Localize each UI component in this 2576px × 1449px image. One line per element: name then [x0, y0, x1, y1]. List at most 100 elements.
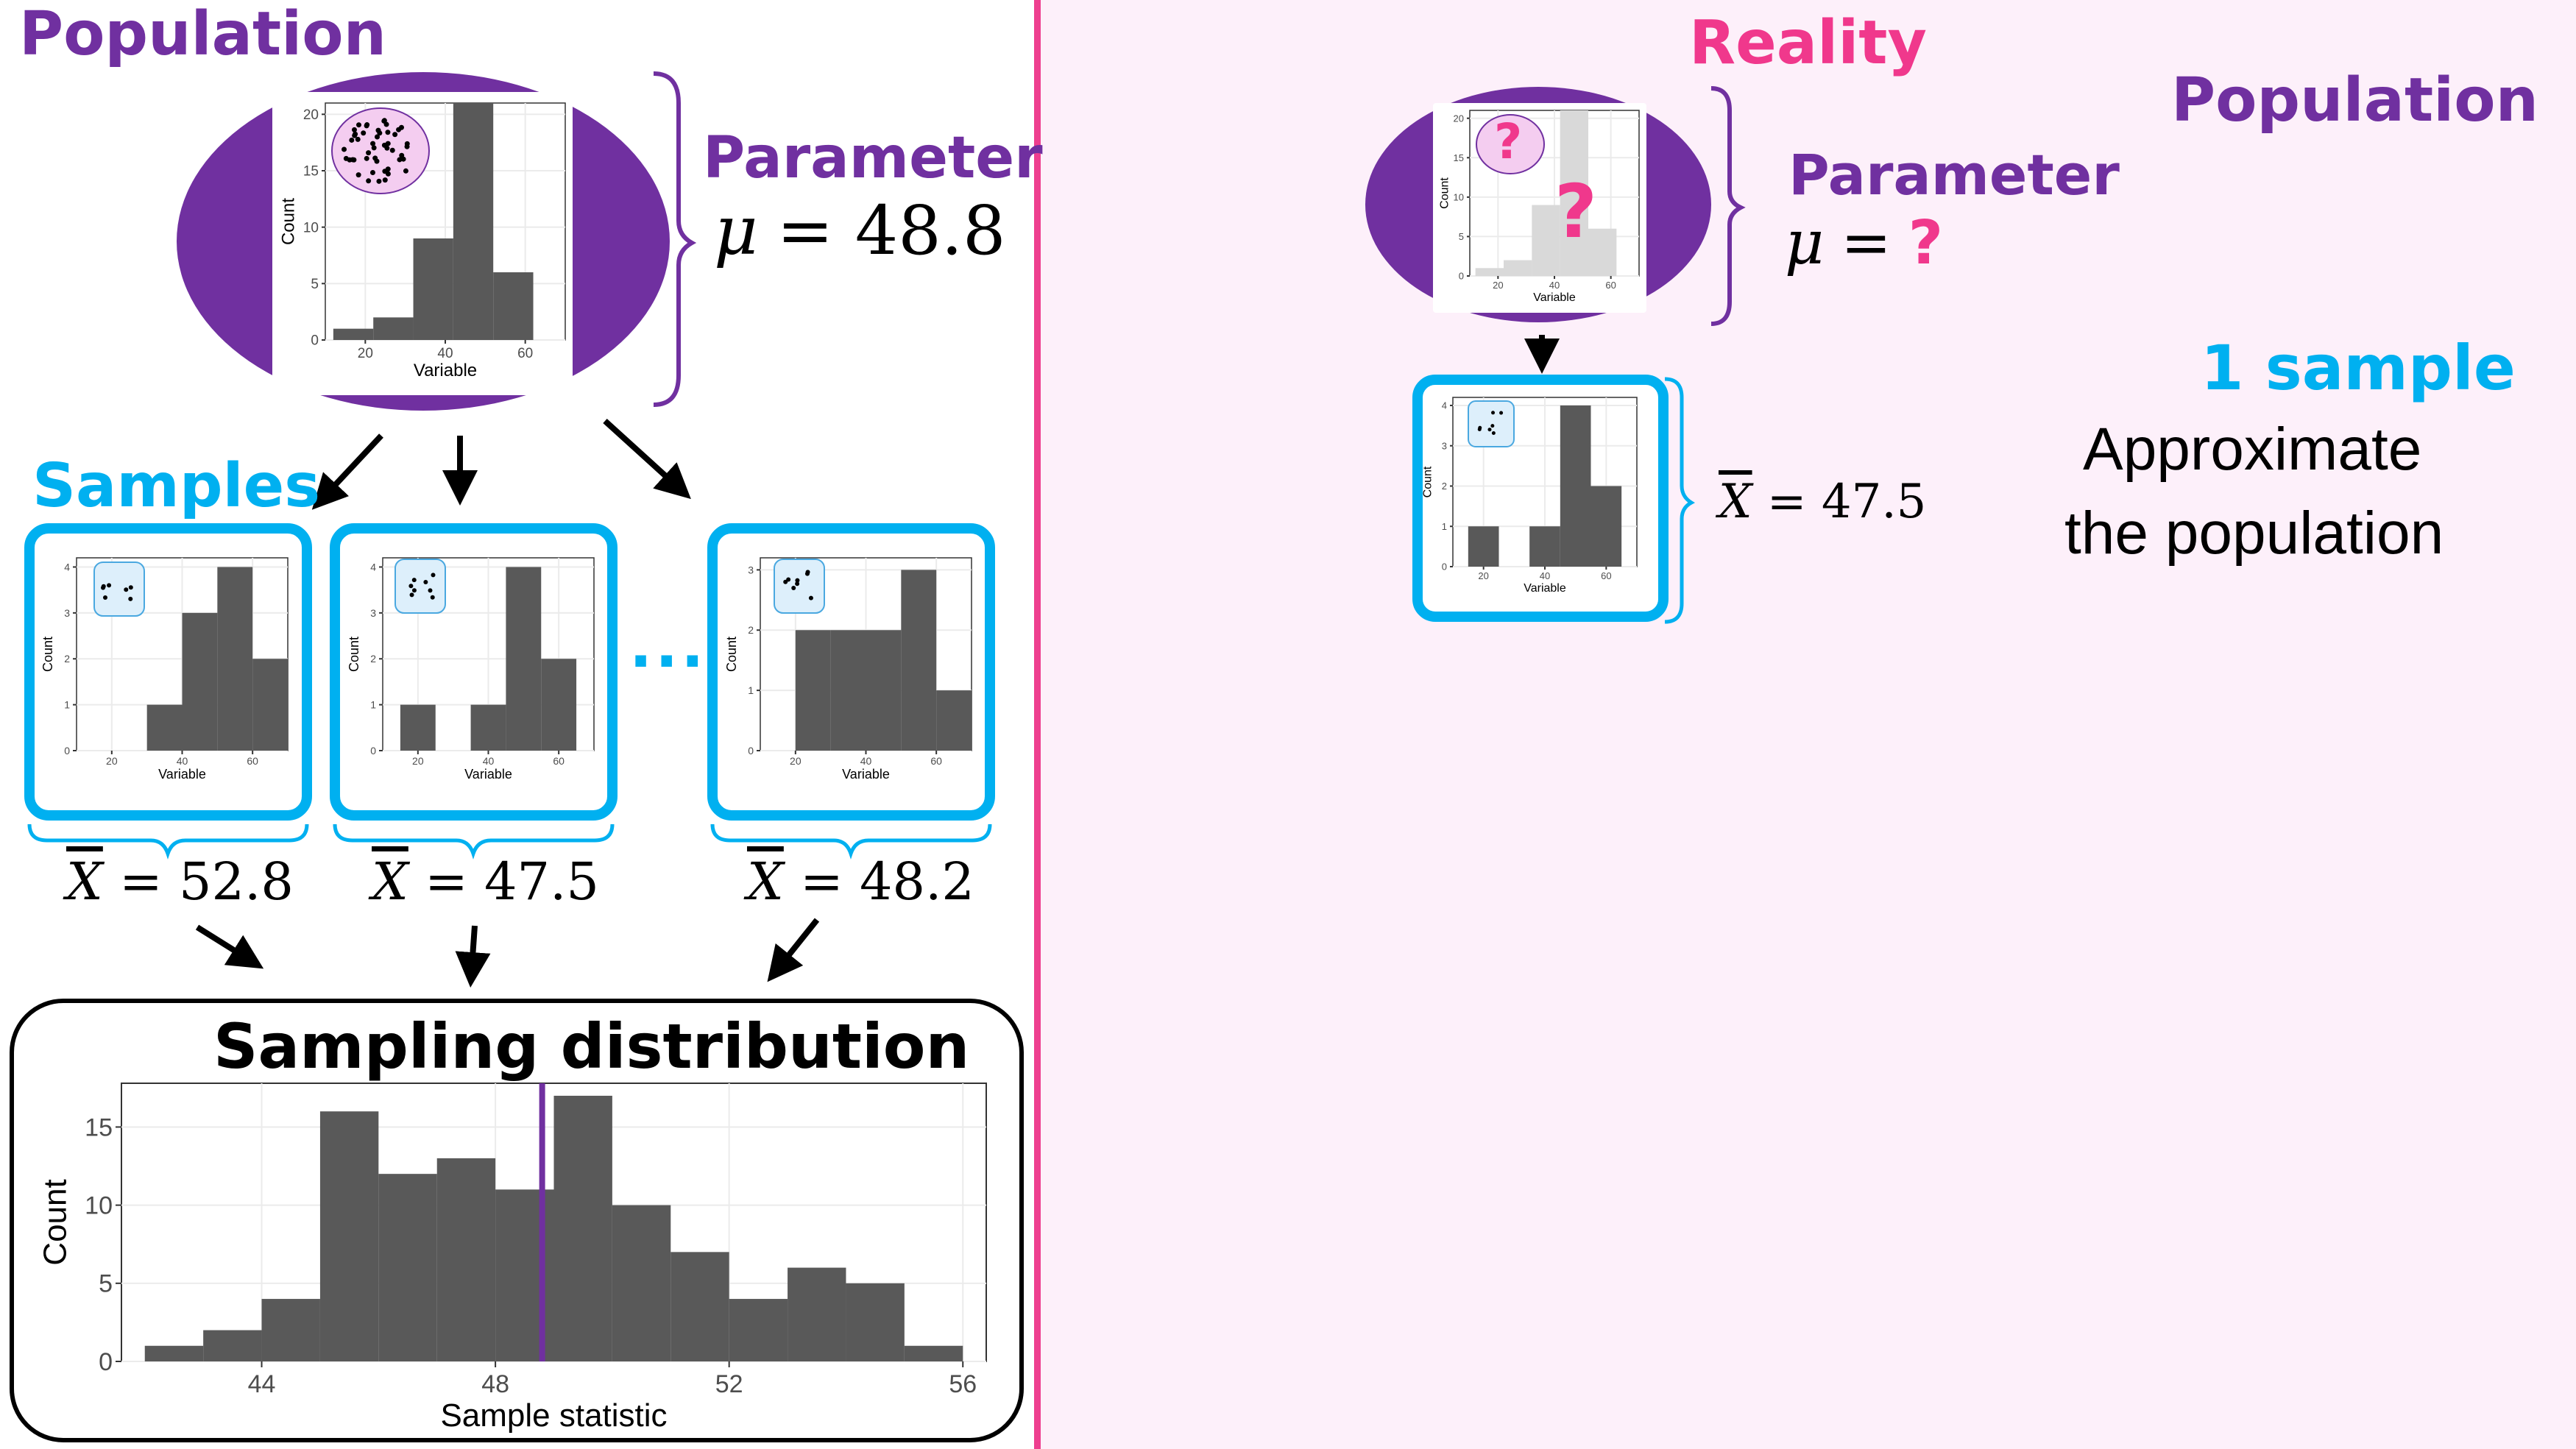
reality-sample-mean: X = 47.5 [1719, 478, 1926, 525]
sample-dot [385, 141, 391, 146]
sample-dot [786, 577, 791, 582]
histogram-bar [904, 1345, 963, 1361]
sample-dot [103, 595, 108, 600]
sample-dot [403, 168, 408, 174]
sample-3-mean: X = 48.2 [747, 856, 974, 907]
sample-1-dots-box [93, 561, 145, 617]
sample-3-brace [710, 823, 992, 860]
sample-dot [364, 123, 369, 129]
histogram-bar [1532, 205, 1560, 276]
x-axis-label: Variable [1524, 582, 1566, 595]
sample-dot [101, 585, 106, 590]
sample-dot [355, 136, 361, 142]
histogram-bar [830, 630, 866, 751]
y-tick-label: 0 [370, 745, 376, 757]
y-tick-label: 0 [748, 745, 754, 757]
sample-dot [351, 157, 357, 163]
x-axis-label: Variable [158, 767, 206, 782]
sample-dot [385, 130, 391, 135]
sample-dot [389, 147, 395, 153]
reality-sample-brace [1664, 377, 1696, 624]
histogram-bar [378, 1174, 437, 1361]
sample-dot [356, 122, 362, 128]
x-tick-label: 20 [1478, 570, 1488, 581]
sample-dot [411, 588, 417, 593]
x-tick-label: 60 [247, 755, 258, 767]
xbar-symbol: X [66, 851, 103, 912]
y-tick-label: 0 [64, 745, 70, 757]
approximate-line-1: Approximate [2083, 416, 2422, 483]
y-tick-label: 3 [1442, 440, 1447, 451]
sample-2-mean-value: = 47.5 [425, 851, 599, 912]
sample-1-mean-value: = 52.8 [119, 851, 294, 912]
x-axis-label: Sample statistic [440, 1397, 667, 1434]
x-tick-label: 44 [248, 1370, 276, 1398]
y-axis-label: Count [37, 1179, 73, 1265]
histogram-bar [506, 567, 542, 751]
sample-2-brace [333, 823, 615, 860]
reality-unknown-mark-large: ? [1554, 169, 1598, 255]
y-tick-label: 15 [85, 1113, 113, 1141]
sample-dot [124, 587, 129, 592]
y-tick-label: 10 [85, 1192, 113, 1220]
x-tick-label: 60 [1601, 570, 1611, 581]
arrow-from-sample-2 [455, 925, 491, 988]
histogram-bar [493, 272, 534, 340]
x-tick-label: 40 [1540, 570, 1550, 581]
y-tick-label: 10 [303, 220, 319, 235]
reality-parameter-value: μ = ? [1785, 213, 1943, 274]
histogram-bar [866, 630, 902, 751]
histogram-bar [795, 630, 831, 751]
sample-dot [808, 595, 813, 600]
histogram-bar [217, 567, 253, 751]
x-tick-label: 60 [1605, 280, 1616, 291]
mu-value: = 48.8 [776, 191, 1006, 270]
histogram-bar [936, 690, 972, 751]
histogram-bar [319, 1111, 379, 1361]
sample-dot [430, 595, 435, 600]
sample-dot [431, 573, 436, 578]
histogram-bar [612, 1205, 671, 1361]
histogram-bar [252, 659, 288, 751]
x-tick-label: 60 [553, 755, 565, 767]
y-axis-label: Count [278, 198, 298, 245]
sample-dot [396, 127, 402, 132]
histogram-bar [1560, 110, 1588, 276]
reality-mu-unknown: ? [1908, 208, 1944, 278]
y-tick-label: 1 [748, 684, 754, 696]
panel-divider [1034, 0, 1041, 1449]
sample-dot [355, 172, 361, 178]
sample-dot [377, 130, 383, 136]
y-axis-label: Count [724, 637, 739, 672]
sample-dot [349, 137, 355, 143]
reality-sample-dots [1477, 411, 1504, 436]
x-tick-label: 60 [517, 346, 533, 361]
histogram-bar [1468, 526, 1499, 567]
reality-unknown-mark-small: ? [1494, 113, 1523, 170]
sample-dot [411, 578, 417, 583]
sample-dot [370, 141, 376, 146]
y-tick-label: 20 [1454, 113, 1464, 124]
sample-dot [791, 586, 796, 591]
sample-1-brace [27, 823, 309, 860]
xbar-symbol: X [1719, 475, 1752, 529]
sampling-distribution-title: Sampling distribution [213, 1010, 970, 1083]
y-tick-label: 2 [1442, 481, 1447, 492]
sample-3-dots [783, 570, 813, 600]
sample-dot [1491, 431, 1496, 436]
y-tick-label: 15 [1454, 152, 1464, 163]
sample-3-dots-box [774, 559, 825, 614]
x-tick-label: 40 [177, 755, 188, 767]
reality-parameter-label: Parameter [1788, 142, 2120, 208]
sample-dot [805, 570, 810, 575]
y-tick-label: 0 [99, 1348, 113, 1376]
samples-title: Samples [32, 451, 321, 521]
sample-dot [364, 155, 369, 161]
sample-dot [353, 131, 358, 137]
histogram-bar [146, 704, 183, 751]
sample-dot [423, 580, 428, 585]
sample-dot [347, 157, 353, 163]
